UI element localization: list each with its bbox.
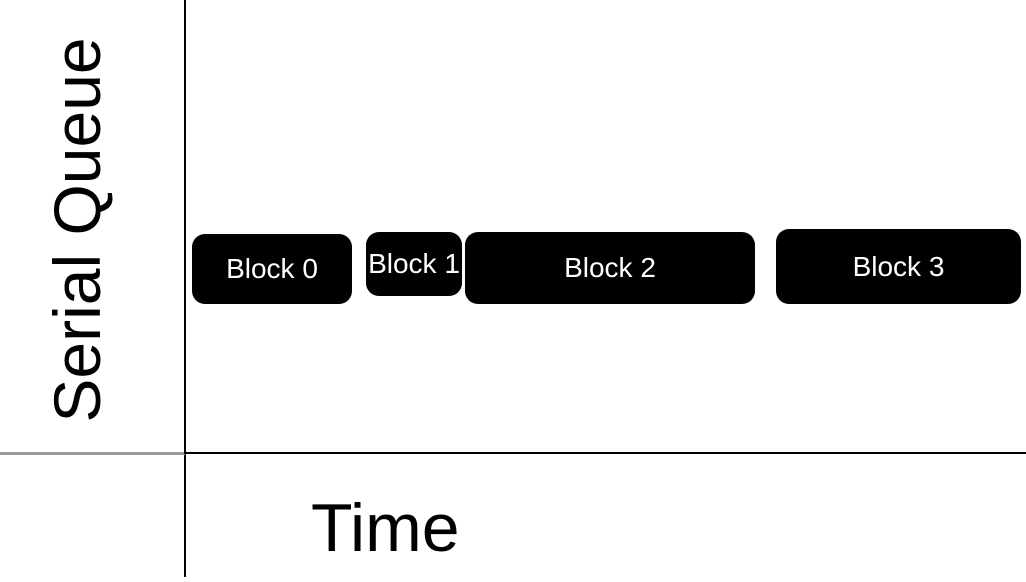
time-axis-line — [184, 452, 1026, 454]
vertical-axis-line — [184, 0, 186, 577]
block-3: Block 3 — [776, 229, 1021, 304]
block-2-label: Block 2 — [564, 252, 656, 283]
y-axis-label: Serial Queue — [40, 37, 114, 423]
baseline-left-segment — [0, 452, 185, 455]
x-axis-label: Time — [311, 490, 460, 566]
block-1-label: Block 1 — [368, 248, 460, 279]
block-3-label: Block 3 — [852, 250, 945, 282]
block-0: Block 0 — [192, 234, 352, 304]
block-2: Block 2 — [465, 232, 755, 304]
block-0-label: Block 0 — [226, 253, 318, 284]
block-1: Block 1 — [366, 232, 462, 296]
